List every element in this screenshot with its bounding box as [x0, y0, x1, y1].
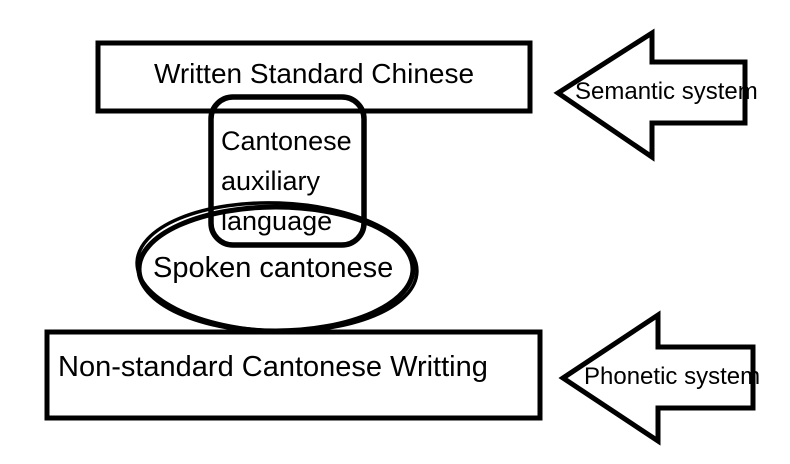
phonetic-system-arrow: [558, 310, 756, 446]
semantic-system-arrow: [553, 28, 748, 162]
non-standard-cantonese-writing-label: Non-standard Cantonese Writting: [58, 351, 488, 383]
spoken-cantonese-ellipse-sketch-stroke: [135, 201, 419, 333]
cantonese-auxiliary-language-box: [208, 94, 367, 248]
spoken-cantonese-label: Spoken cantonese: [153, 252, 394, 284]
aux-label-line-3: language: [221, 206, 333, 236]
phonetic-system-label: Phonetic system: [584, 363, 761, 390]
cantonese-auxiliary-language-label: Cantonese auxiliary language: [221, 121, 352, 241]
written-standard-chinese-label: Written Standard Chinese: [153, 58, 475, 89]
aux-label-line-2: auxiliary: [221, 166, 321, 196]
non-standard-cantonese-writing-box: [44, 329, 543, 421]
aux-label-line-1: Cantonese: [221, 126, 352, 156]
semantic-system-label: Semantic system: [575, 78, 758, 105]
